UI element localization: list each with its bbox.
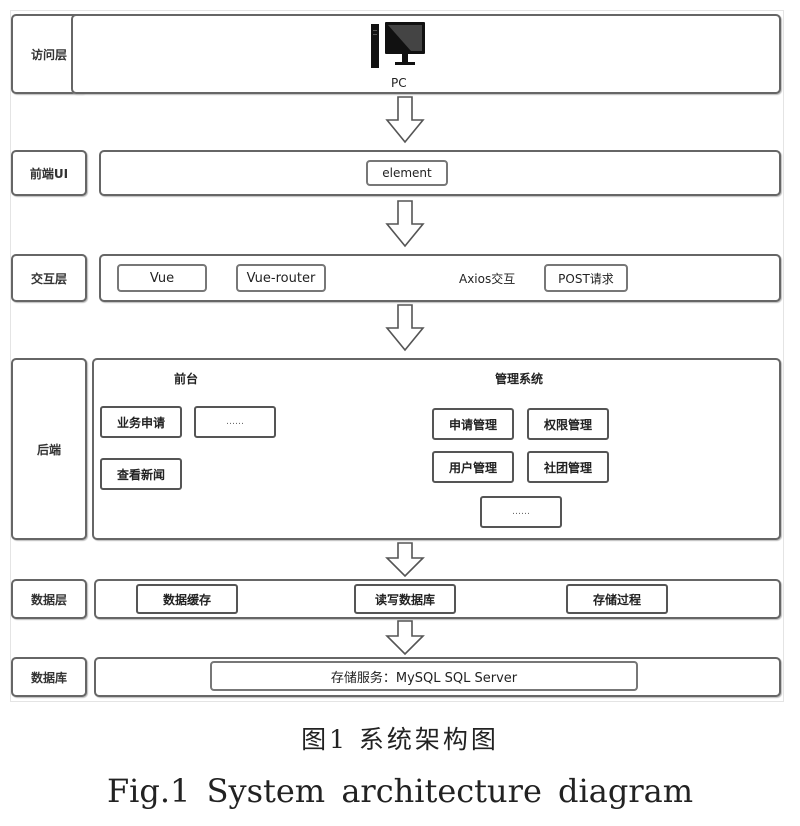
layer-label-data: 数据层	[11, 579, 87, 619]
down-arrow-icon	[385, 620, 425, 656]
device-label: PC	[391, 76, 407, 90]
admin-item-user: 用户管理	[432, 451, 514, 483]
layer-label-frontend-ui: 前端UI	[11, 150, 87, 196]
frontdesk-title: 前台	[174, 372, 199, 386]
layer-label-text: 前端UI	[29, 166, 69, 181]
interaction-item-vue: Vue	[117, 264, 207, 292]
admin-title: 管理系统	[495, 372, 544, 386]
layer-label-text: 数据层	[30, 592, 67, 607]
frontdesk-item-more: ……	[194, 406, 276, 438]
layer-content-backend: 前台 业务申请 …… 查看新闻 管理系统 申请管理 权限管理 用户管理 社团管理…	[92, 358, 781, 540]
layer-label-text: 访问层	[30, 47, 67, 62]
layer-content-database: 存储服务：MySQL SQL Server	[94, 657, 781, 697]
layer-label-text: 数据库	[30, 670, 67, 685]
down-arrow-icon	[385, 542, 425, 578]
down-arrow-icon	[385, 304, 425, 352]
layer-label-text: 交互层	[30, 271, 67, 286]
admin-item-application: 申请管理	[432, 408, 514, 440]
layer-content-interaction: Vue Vue-router Axios交互 POST请求	[99, 254, 781, 302]
down-arrow-icon	[385, 200, 425, 248]
interaction-item-post: POST请求	[544, 264, 628, 292]
layer-content-access: PC	[71, 14, 781, 94]
interaction-axios-text: Axios交互	[459, 272, 516, 286]
desktop-computer-icon	[371, 22, 425, 68]
data-item-read-write-db: 读写数据库	[354, 584, 456, 614]
admin-item-permission: 权限管理	[527, 408, 609, 440]
admin-item-more: ……	[480, 496, 562, 528]
layer-content-frontend-ui: element	[99, 150, 781, 196]
down-arrow-icon	[385, 96, 425, 144]
frontdesk-item-news: 查看新闻	[100, 458, 182, 490]
database-item-storage-service: 存储服务：MySQL SQL Server	[210, 661, 638, 691]
layer-content-data: 数据缓存 读写数据库 存储过程	[94, 579, 781, 619]
layer-label-interaction: 交互层	[11, 254, 87, 302]
interaction-item-vue-router: Vue-router	[236, 264, 326, 292]
layer-label-database: 数据库	[11, 657, 87, 697]
caption-zh: 图1 系统架构图	[301, 725, 499, 754]
data-item-cache: 数据缓存	[136, 584, 238, 614]
data-item-stored-procedure: 存储过程	[566, 584, 668, 614]
frontdesk-item-business-apply: 业务申请	[100, 406, 182, 438]
layer-label-backend: 后端	[11, 358, 87, 540]
layer-label-text: 后端	[36, 442, 61, 457]
caption-en: Fig.1 System architecture diagram	[106, 772, 694, 810]
diagram-frame	[10, 10, 784, 702]
admin-item-club: 社团管理	[527, 451, 609, 483]
ui-item-element: element	[366, 160, 448, 186]
